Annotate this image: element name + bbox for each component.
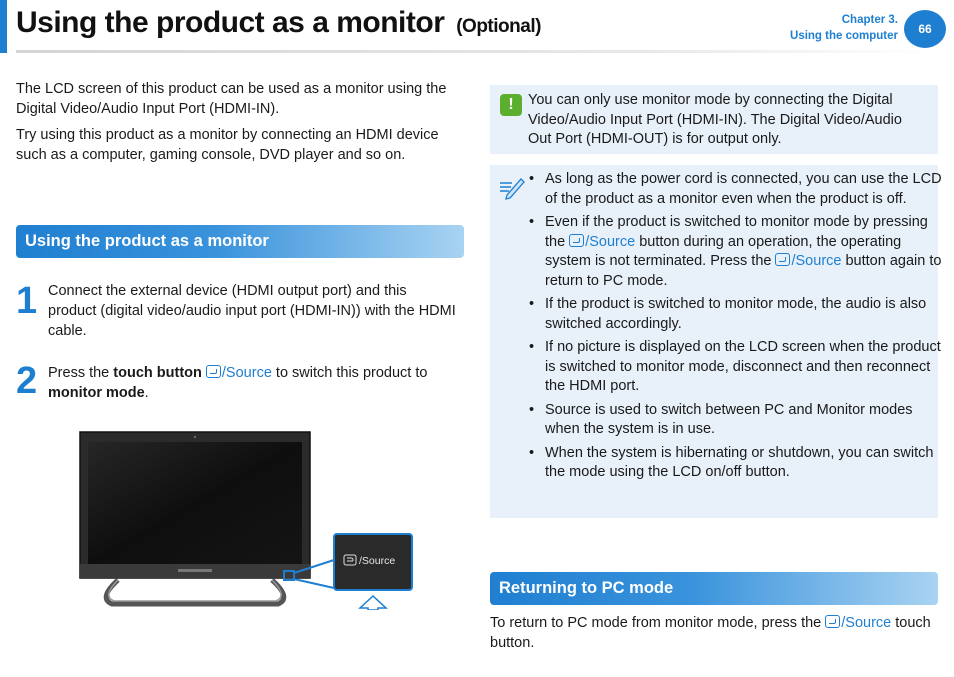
notes-list: As long as the power cord is connected, … bbox=[523, 170, 943, 487]
step-2-pre: Press the bbox=[48, 365, 114, 381]
callout-source-icon bbox=[343, 554, 357, 566]
page-title-text: Using the product as a monitor bbox=[16, 6, 445, 39]
caution-text: You can only use monitor mode by connect… bbox=[528, 92, 902, 147]
intro-paragraph-2: Try using this product as a monitor by c… bbox=[16, 127, 439, 163]
pc-mode-text-end: touch button. bbox=[490, 615, 931, 651]
monitor-stand bbox=[103, 578, 287, 607]
step-1-text: Connect the external device (HDMI output… bbox=[48, 283, 456, 339]
step-2-bold-2: monitor mode bbox=[48, 385, 145, 401]
step-2-mid: to switch this product to bbox=[271, 365, 428, 381]
source-label: /Source bbox=[221, 365, 272, 381]
step-2-text: Press the touch button /Source to switch… bbox=[48, 363, 468, 403]
note-2-pre: Even if the product is switched to monit… bbox=[545, 214, 928, 250]
page-title-optional: (Optional) bbox=[456, 16, 541, 37]
source-icon-3 bbox=[775, 253, 791, 266]
page-title: Using the product as a monitor (Optional… bbox=[16, 6, 541, 40]
source-icon bbox=[205, 365, 221, 378]
source-button-callout bbox=[333, 533, 413, 591]
source-label-3: /Source bbox=[791, 253, 842, 269]
note-item-4: If no picture is displayed on the LCD sc… bbox=[523, 338, 943, 397]
source-button-ref-3: /Source bbox=[775, 253, 841, 269]
callout-source-label: /Source bbox=[359, 555, 395, 567]
note-item-6: When the system is hibernating or shutdo… bbox=[523, 444, 943, 483]
section-heading-pc-mode: Returning to PC mode bbox=[490, 572, 938, 605]
pc-mode-text: To return to PC mode from monitor mode, … bbox=[490, 613, 938, 653]
source-label-4: /Source bbox=[841, 615, 892, 631]
chapter-number: Chapter 3. bbox=[841, 14, 898, 26]
step-1-number: 1 bbox=[16, 280, 38, 322]
chapter-title: Using the computer bbox=[790, 30, 898, 42]
chapter-label: Chapter 3. Using the computer bbox=[790, 12, 898, 44]
source-button-ref-4: /Source bbox=[825, 615, 891, 631]
note-2-mid: button during an operation, the operatin… bbox=[545, 233, 902, 270]
step-2-end: . bbox=[144, 385, 149, 401]
touch-button-highlight bbox=[283, 570, 295, 581]
note-item-3: If the product is switched to monitor mo… bbox=[523, 295, 943, 334]
note-item-1: As long as the power cord is connected, … bbox=[523, 170, 943, 209]
exclamation-icon: ! bbox=[500, 94, 522, 116]
press-arrow-icon bbox=[358, 594, 388, 610]
section-heading-monitor: Using the product as a monitor bbox=[16, 225, 464, 258]
note-2-end: button again to return to PC mode. bbox=[545, 253, 942, 289]
notes-box: As long as the power cord is connected, … bbox=[490, 165, 942, 518]
source-label-2: /Source bbox=[585, 233, 636, 250]
step-2-bold: touch button bbox=[113, 365, 202, 381]
header-rule bbox=[16, 50, 936, 53]
intro-paragraph-1: The LCD screen of this product can be us… bbox=[16, 81, 447, 117]
source-button-ref: /Source bbox=[205, 365, 272, 381]
pencil-note-icon bbox=[500, 178, 525, 200]
monitor-illustration: /Source bbox=[79, 431, 413, 610]
note-item-5: Source is used to switch between PC and … bbox=[523, 401, 943, 440]
header-accent-bar bbox=[0, 0, 7, 53]
source-icon-4 bbox=[825, 615, 841, 628]
step-2-number: 2 bbox=[16, 360, 38, 402]
source-button-ref-2: /Source bbox=[569, 233, 636, 250]
pc-mode-text-pre: To return to PC mode from monitor mode, … bbox=[490, 615, 826, 631]
source-icon-2 bbox=[569, 233, 585, 247]
page-number-badge: 66 bbox=[904, 10, 946, 48]
note-item-2: Even if the product is switched to monit… bbox=[523, 213, 943, 291]
caution-box: ! You can only use monitor mode by conne… bbox=[490, 85, 938, 154]
